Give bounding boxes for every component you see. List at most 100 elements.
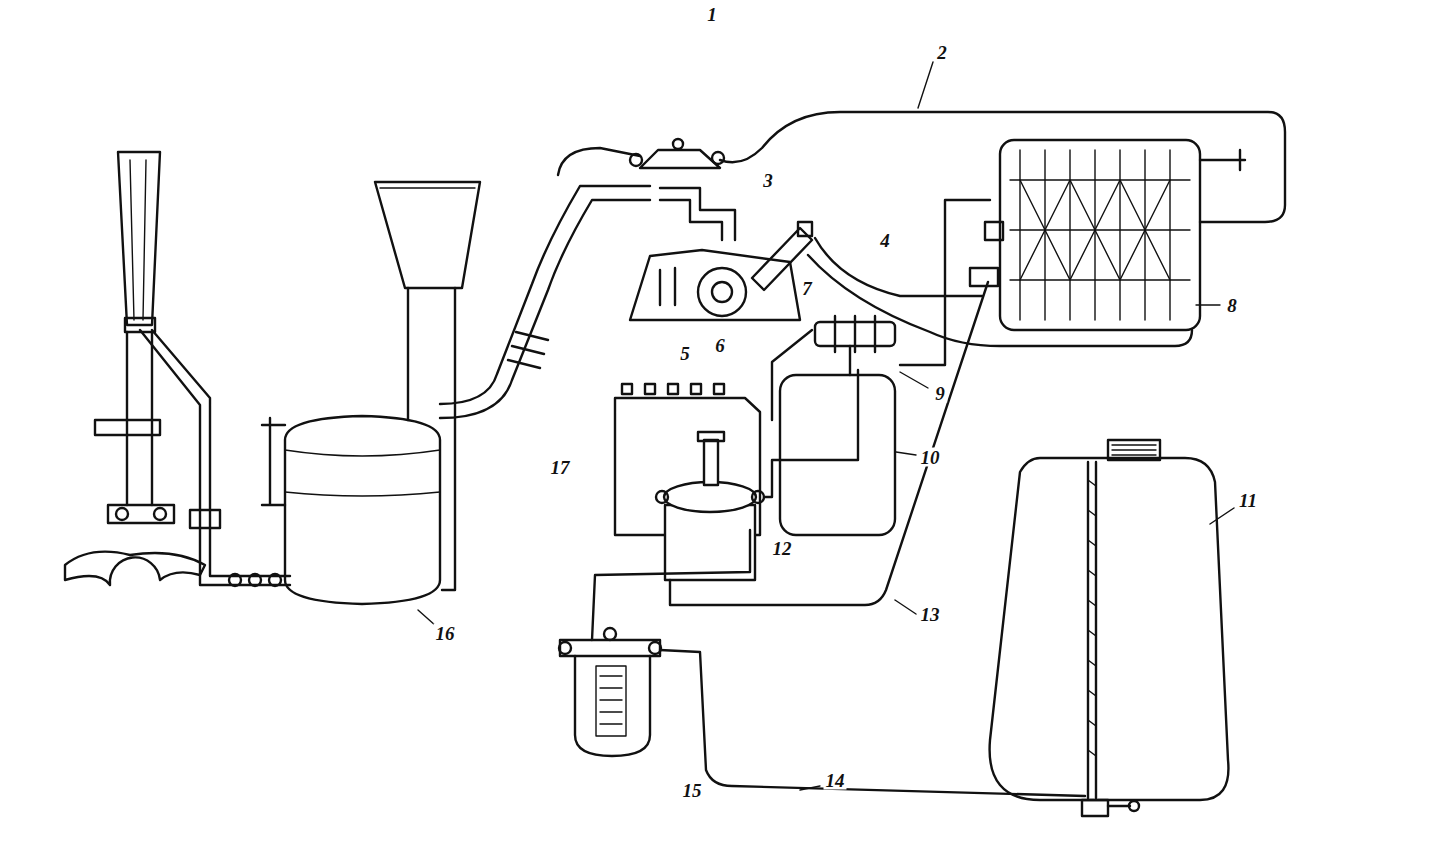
drawing-stroke [1088, 462, 1096, 798]
drawing-stroke [269, 574, 281, 586]
engine-head [630, 222, 1192, 346]
drawing-stroke [127, 332, 152, 505]
drawing-stroke [835, 316, 875, 352]
drawing-stroke [698, 432, 724, 441]
drawing-stroke [1108, 440, 1160, 460]
drawing-stroke [649, 642, 661, 654]
drawing-stroke [630, 250, 800, 320]
drawing-stroke [1200, 150, 1245, 170]
drawing-stroke [575, 656, 650, 756]
drawing-stroke [640, 150, 720, 168]
tank-11 [990, 440, 1229, 816]
drawing-stroke [712, 152, 724, 164]
drawing-stroke [664, 482, 756, 512]
drawing-stroke [592, 530, 750, 640]
drawing-stroke [1082, 800, 1108, 816]
drawing-stroke [990, 458, 1229, 800]
drawing-stroke [798, 222, 812, 236]
pipe-13 [670, 282, 988, 605]
drawing-stroke [665, 505, 755, 580]
drawing-stroke [559, 642, 571, 654]
pump-12 [656, 370, 858, 580]
fitting-and-pipe [558, 112, 1285, 240]
drawing-stroke [154, 508, 166, 520]
drawing-stroke [1010, 180, 1190, 280]
drawing-stroke [130, 160, 146, 320]
drawing-stroke [656, 491, 668, 503]
filter-15 [559, 530, 750, 756]
drawing-stroke [249, 574, 261, 586]
drawing-stroke [285, 450, 440, 496]
air-intake [65, 152, 290, 586]
callout-number: 15 [681, 781, 704, 800]
callout-number: 17 [549, 458, 572, 477]
drawing-stroke [596, 666, 626, 736]
drawing-stroke [800, 786, 820, 790]
drawing-stroke [660, 188, 735, 240]
drawing-stroke [752, 491, 764, 503]
drawing-stroke [712, 282, 732, 302]
air-cleaner-16 [262, 182, 650, 604]
drawing-stroke [375, 182, 480, 288]
callout-number: 2 [935, 43, 949, 62]
callout-number: 1 [705, 5, 719, 24]
drawing-stroke [229, 574, 241, 586]
drawing-stroke [660, 268, 675, 305]
callout-number: 10 [919, 448, 942, 467]
drawing-stroke [780, 375, 895, 535]
pump-8 [900, 140, 1245, 365]
drawing-stroke [668, 384, 678, 394]
drawing-stroke [622, 384, 632, 394]
callout-number: 8 [1225, 296, 1239, 315]
callout-number: 9 [933, 384, 947, 403]
pipe-14 [660, 650, 1085, 796]
callout-number: 13 [919, 605, 942, 624]
drawing-stroke [900, 200, 990, 365]
drawing-stroke [764, 370, 858, 497]
drawing-stroke [408, 288, 455, 590]
callout-number: 11 [1237, 491, 1259, 510]
callout-number: 12 [771, 539, 794, 558]
drawing-stroke [1108, 805, 1130, 807]
drawing-stroke [714, 384, 724, 394]
callout-number: 3 [761, 171, 775, 190]
callout-number: 6 [713, 336, 727, 355]
leader-lines [418, 62, 1234, 790]
drawing-stroke [190, 510, 220, 528]
drawing-stroke [985, 222, 1003, 240]
callout-number: 5 [678, 344, 692, 363]
drawing-stroke [558, 148, 640, 175]
callout-number: 7 [800, 279, 814, 298]
drawing-stroke [1129, 801, 1139, 811]
drawing-stroke [673, 139, 683, 149]
drawing-stroke [508, 332, 548, 368]
drawing-stroke [896, 452, 916, 455]
drawing-stroke [970, 268, 998, 286]
callout-number: 4 [878, 231, 892, 250]
drawing-stroke [1020, 150, 1170, 320]
drawing-stroke [118, 152, 160, 325]
callout-number: 14 [824, 771, 847, 790]
drawing-stroke [440, 186, 650, 418]
drawing-stroke [704, 440, 718, 485]
filter-7 [772, 316, 895, 420]
drawing-stroke [900, 372, 928, 388]
drawing-stroke [645, 384, 655, 394]
drawing-stroke [604, 628, 616, 640]
drawing-stroke [285, 416, 440, 604]
drawing-stroke [918, 62, 933, 108]
drawing-stroke [1112, 445, 1156, 455]
drawing-stroke [380, 187, 475, 188]
callout-number: 16 [434, 624, 457, 643]
drawing-stroke [1088, 480, 1096, 756]
drawing-stroke [691, 384, 701, 394]
drawing-stroke [1196, 304, 1220, 305]
drawing-stroke [262, 418, 285, 505]
drawing-stroke [108, 505, 174, 523]
drawing-stroke [895, 600, 916, 614]
drawing-stroke [698, 268, 746, 316]
drawing-stroke [65, 552, 205, 585]
drawing-stroke [560, 640, 660, 656]
drawing-stroke [95, 420, 160, 435]
